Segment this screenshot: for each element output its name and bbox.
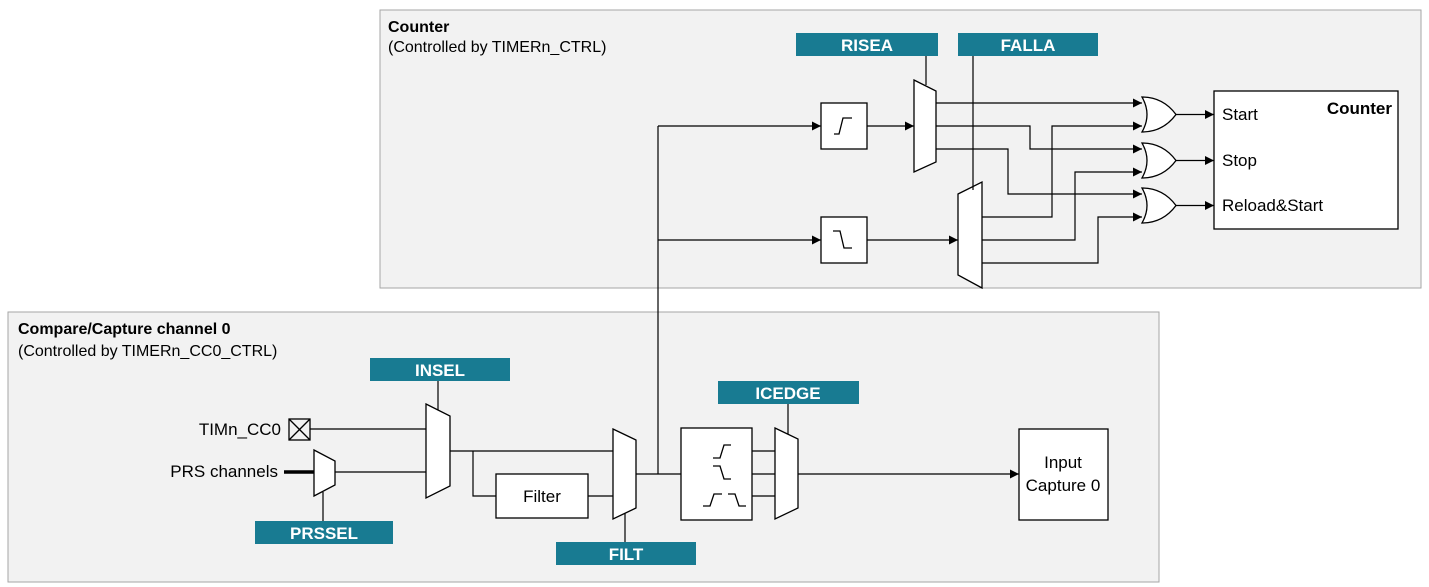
counter-block — [1213, 90, 1399, 230]
filter-label: Filter — [523, 487, 561, 506]
fall-edge-icon — [833, 230, 852, 249]
insel-label: INSEL — [415, 361, 465, 380]
fall-detect-block — [820, 216, 868, 264]
falla-out-stop — [982, 167, 1142, 241]
filt-tag: FILT — [556, 542, 696, 565]
pin-icon — [288, 418, 311, 441]
or-gate-reload — [1140, 187, 1177, 224]
or-gate-start — [1140, 96, 1177, 133]
rise-detect-block — [820, 102, 868, 150]
filter-block — [495, 473, 589, 519]
cc-panel-subtitle: (Controlled by TIMERn_CC0_CTRL) — [18, 343, 277, 360]
rising-edge-icon — [713, 444, 731, 459]
both-edges-icon — [703, 493, 746, 507]
falla-out-reload — [982, 212, 1142, 264]
risea-mux — [913, 78, 937, 174]
edge-detect-block — [680, 427, 753, 521]
falla-mux — [957, 180, 983, 290]
counter-panel-subtitle: (Controlled by TIMERn_CTRL) — [388, 39, 606, 56]
input-capture-block — [1018, 428, 1109, 521]
falla-out-start — [982, 121, 1142, 218]
risea-label: RISEA — [841, 36, 893, 55]
risea-out-stop — [936, 125, 1142, 154]
prssel-mux — [313, 448, 336, 498]
pin-label: TIMn_CC0 — [199, 420, 281, 439]
cc-panel — [7, 311, 1160, 583]
falling-edge-icon — [713, 465, 731, 480]
prssel-label: PRSSEL — [290, 524, 358, 543]
counter-panel-title: Counter — [388, 19, 449, 36]
capture-line2: Capture 0 — [1026, 476, 1101, 495]
counter-block-title: Counter — [1327, 99, 1393, 118]
stop-label: Stop — [1222, 151, 1257, 170]
falla-tag: FALLA — [958, 33, 1098, 56]
capture-line1: Input — [1044, 453, 1082, 472]
icedge-tag: ICEDGE — [718, 381, 859, 404]
or-gate-stop — [1140, 142, 1177, 179]
icedge-mux — [774, 426, 799, 521]
cc-panel-title: Compare/Capture channel 0 — [18, 321, 231, 338]
prssel-tag: PRSSEL — [255, 521, 393, 544]
icedge-label: ICEDGE — [755, 384, 820, 403]
filter-branch-wire — [472, 451, 496, 497]
filt-mux — [612, 427, 637, 521]
falla-label: FALLA — [1001, 36, 1056, 55]
risea-tag: RISEA — [796, 33, 938, 56]
insel-mux — [425, 402, 451, 500]
filt-label: FILT — [609, 545, 644, 564]
start-label: Start — [1222, 105, 1258, 124]
reload-start-label: Reload&Start — [1222, 196, 1323, 215]
rise-edge-icon — [834, 117, 852, 135]
prs-label: PRS channels — [170, 462, 278, 481]
insel-tag: INSEL — [370, 358, 510, 381]
